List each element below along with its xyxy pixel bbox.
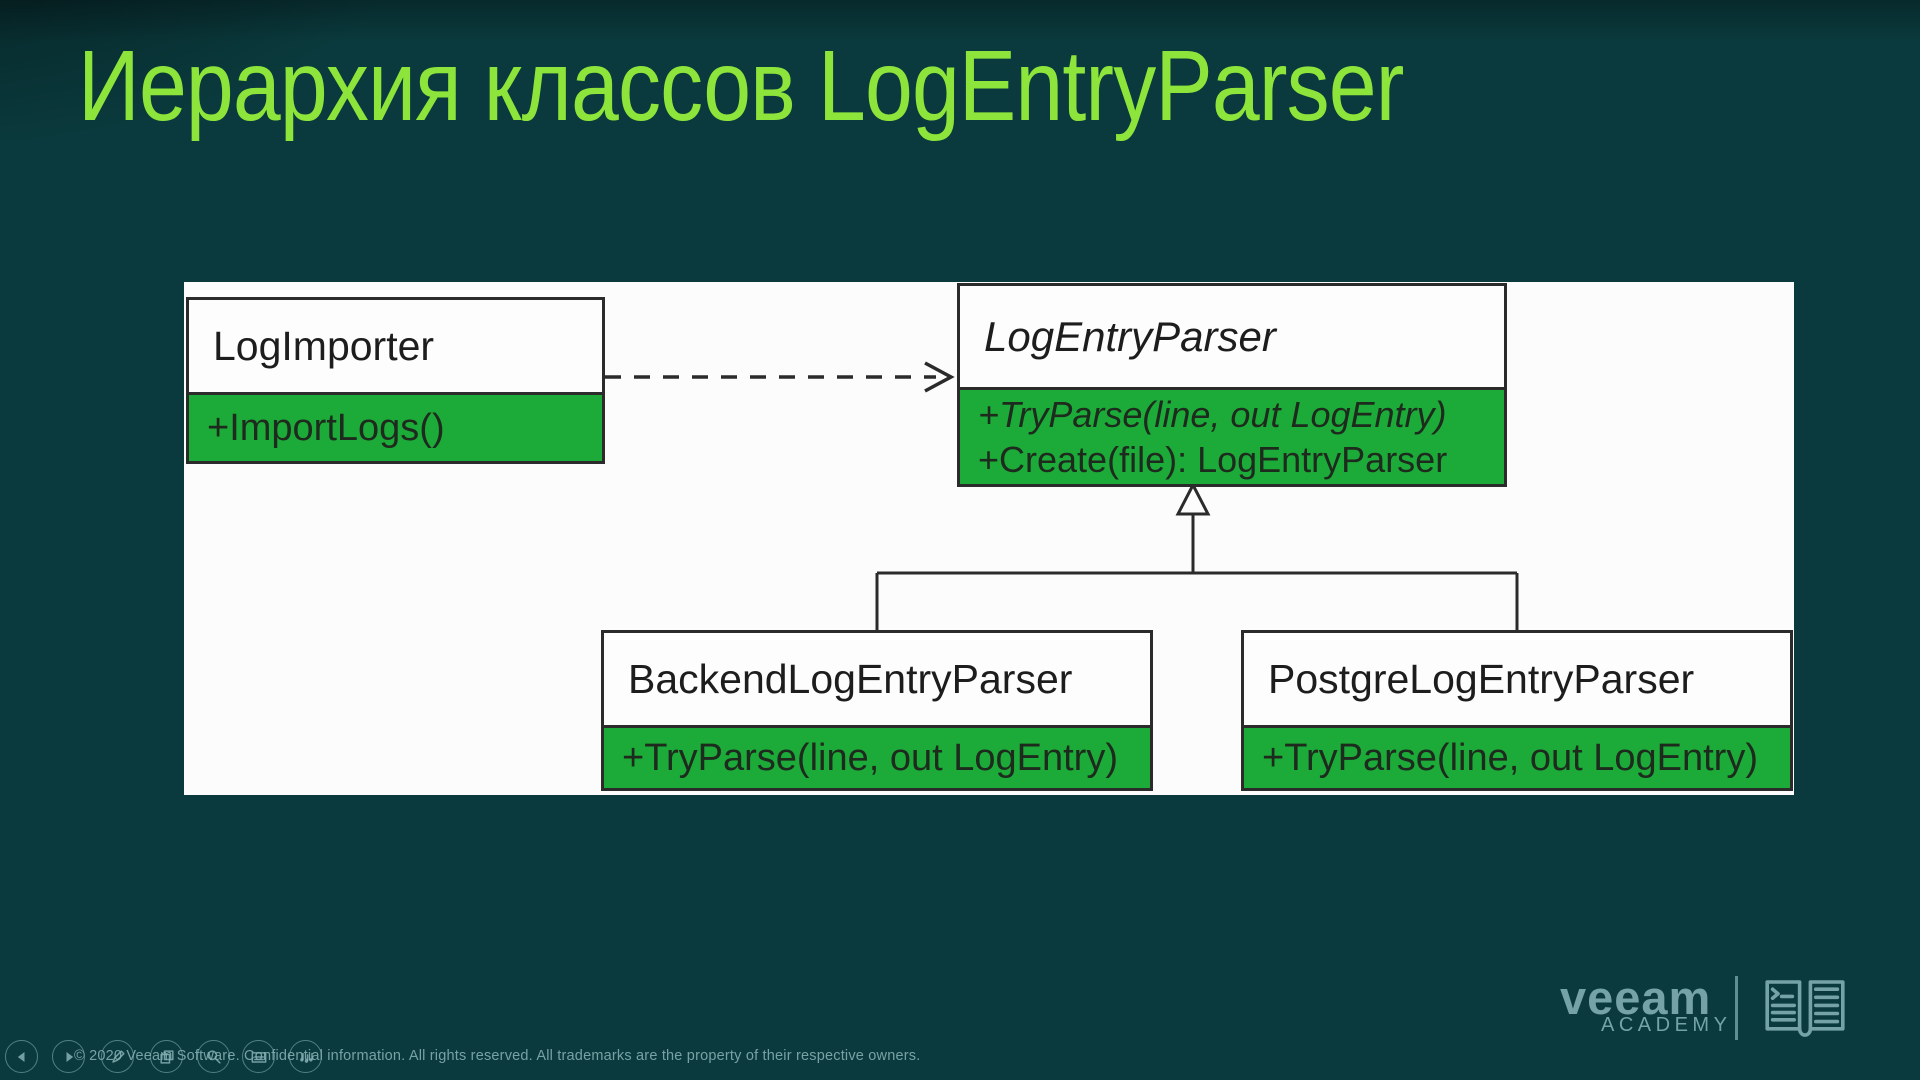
class-box-postgrelogentryparser: PostgreLogEntryParser +TryParse(line, ou…	[1241, 630, 1793, 791]
diagram-panel: LogImporter +ImportLogs() LogEntryParser…	[184, 282, 1794, 795]
uml-connectors	[605, 361, 1519, 632]
academy-label: ACADEMY	[1601, 1014, 1732, 1036]
class-methods: +ImportLogs()	[189, 395, 602, 461]
pen-button[interactable]	[101, 1040, 134, 1073]
audio-button[interactable]	[289, 1040, 322, 1073]
class-name: LogEntryParser	[960, 286, 1504, 390]
class-box-logentryparser: LogEntryParser +TryParse(line, out LogEn…	[957, 283, 1507, 487]
class-name: LogImporter	[189, 300, 602, 395]
class-box-logimporter: LogImporter +ImportLogs()	[186, 297, 605, 464]
method: +Create(file): LogEntryParser	[978, 439, 1448, 480]
dependency-arrowhead-icon	[924, 361, 955, 393]
class-methods: +TryParse(line, out LogEntry) +Create(fi…	[960, 390, 1504, 484]
class-name: PostgreLogEntryParser	[1244, 633, 1790, 728]
notes-icon	[251, 1051, 266, 1063]
class-name: BackendLogEntryParser	[604, 633, 1150, 728]
class-methods: +TryParse(line, out LogEntry)	[1244, 728, 1790, 788]
method: +TryParse(line, out LogEntry)	[1262, 737, 1758, 779]
method: +TryParse(line, out LogEntry)	[622, 737, 1118, 779]
method: +TryParse(line, out LogEntry)	[978, 394, 1447, 435]
zoom-button[interactable]	[197, 1040, 230, 1073]
copyright-text: © 2020 Veeam Software. Confidential info…	[74, 1048, 921, 1064]
slides-copy-icon	[159, 1049, 174, 1064]
class-methods: +TryParse(line, out LogEntry)	[604, 728, 1150, 788]
method: +ImportLogs()	[207, 407, 445, 449]
previous-button[interactable]	[5, 1040, 38, 1073]
veeam-logo: veeam	[1560, 971, 1712, 1024]
next-button[interactable]	[52, 1040, 85, 1073]
brand-separator	[1735, 976, 1738, 1040]
page-title: Иерархия классов LogEntryParser	[78, 30, 1404, 142]
previous-icon	[17, 1051, 24, 1062]
open-book-icon	[1760, 976, 1850, 1047]
play-next-icon	[66, 1051, 73, 1062]
inheritance-triangle-icon	[1175, 481, 1211, 516]
class-box-backendlogentryparser: BackendLogEntryParser +TryParse(line, ou…	[601, 630, 1153, 791]
audio-notes-icon	[299, 1052, 313, 1063]
slides-button[interactable]	[150, 1040, 183, 1073]
pen-icon	[111, 1049, 125, 1063]
notes-button[interactable]	[242, 1040, 275, 1073]
magnifier-icon	[206, 1049, 221, 1064]
